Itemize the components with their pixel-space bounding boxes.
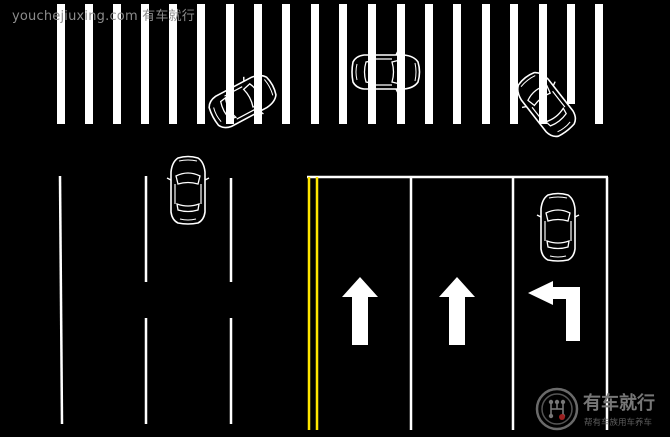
- brand-logo-icon: [535, 387, 579, 431]
- right-lane-lines: [409, 177, 609, 430]
- car-left-lane: [166, 155, 210, 225]
- car-crosswalk-2: [351, 50, 421, 94]
- straight-arrow-1: [342, 277, 378, 345]
- left-turn-arrow: [528, 281, 580, 341]
- car-crosswalk-1: [202, 65, 284, 137]
- watermark-text: youchejiuxing.com 有车就行: [12, 9, 195, 24]
- car-right-lane: [536, 192, 580, 262]
- straight-arrow-2: [439, 277, 475, 345]
- center-double-yellow: [307, 177, 319, 430]
- left-lane-lines: [58, 175, 233, 425]
- brand-watermark: 有车就行 帮有车族用车养车: [535, 385, 670, 437]
- brand-slogan: 帮有车族用车养车: [584, 418, 653, 428]
- brand-name: 有车就行: [583, 393, 655, 414]
